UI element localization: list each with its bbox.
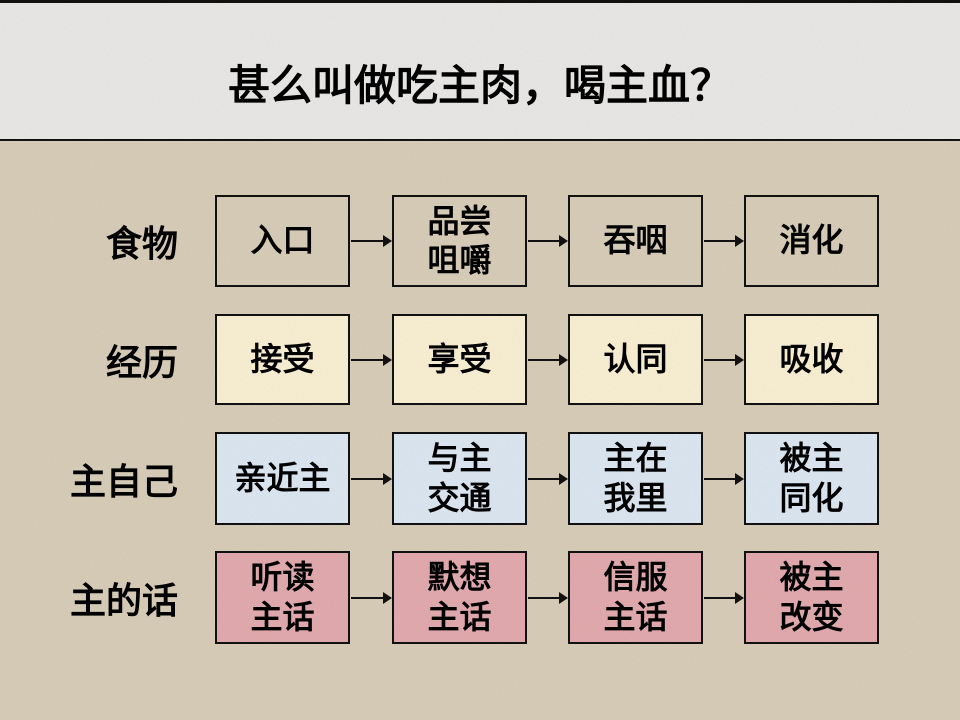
flow-box: 认同 <box>568 314 703 405</box>
row-label-lord-himself: 主自己 <box>69 460 178 502</box>
flow-row-experience: 经历 接受 享受 认同 吸收 <box>0 314 960 405</box>
arrow-right-icon <box>528 353 568 366</box>
flow-box: 吞咽 <box>568 195 703 287</box>
arrow-right-icon <box>528 591 568 604</box>
flow-row-food: 食物 入口 品尝 咀嚼 吞咽 消化 <box>0 195 960 287</box>
flow-box: 与主 交通 <box>392 432 527 525</box>
flow-box: 被主 改变 <box>744 551 879 644</box>
arrow-right-icon <box>704 235 744 247</box>
slide-title: 甚么叫做吃主肉，喝主血？ <box>227 61 732 109</box>
flow-box: 亲近主 <box>215 432 350 525</box>
flow-box: 入口 <box>215 195 350 287</box>
arrow-right-icon <box>351 472 392 485</box>
arrow-right-icon <box>704 353 744 366</box>
arrow-right-icon <box>704 591 744 604</box>
row-label-lords-word: 主的话 <box>69 579 178 621</box>
flow-box: 吸收 <box>744 314 879 405</box>
flow-box: 主在 我里 <box>568 432 703 525</box>
flow-row-lords-word: 主的话 听读 主话 默想 主话 信服 主话 被主 改变 <box>0 551 960 644</box>
row-label-food: 食物 <box>105 223 178 264</box>
arrow-right-icon <box>351 591 392 604</box>
flow-box: 信服 主话 <box>568 551 703 644</box>
arrow-right-icon <box>351 235 392 247</box>
flow-box: 享受 <box>392 314 527 405</box>
flow-box: 接受 <box>215 314 350 405</box>
arrow-right-icon <box>528 235 568 247</box>
flow-box: 消化 <box>744 195 879 287</box>
arrow-right-icon <box>351 353 392 366</box>
row-label-experience: 经历 <box>105 341 178 383</box>
flow-box: 被主 同化 <box>744 432 879 525</box>
arrow-right-icon <box>704 472 744 485</box>
flow-row-lord-himself: 主自己 亲近主 与主 交通 主在 我里 被主 同化 <box>0 432 960 525</box>
arrow-right-icon <box>528 472 568 485</box>
flow-box: 默想 主话 <box>392 551 527 644</box>
flow-box: 听读 主话 <box>215 551 350 644</box>
title-band: 甚么叫做吃主肉，喝主血？ <box>0 0 960 141</box>
flow-box: 品尝 咀嚼 <box>392 195 527 287</box>
